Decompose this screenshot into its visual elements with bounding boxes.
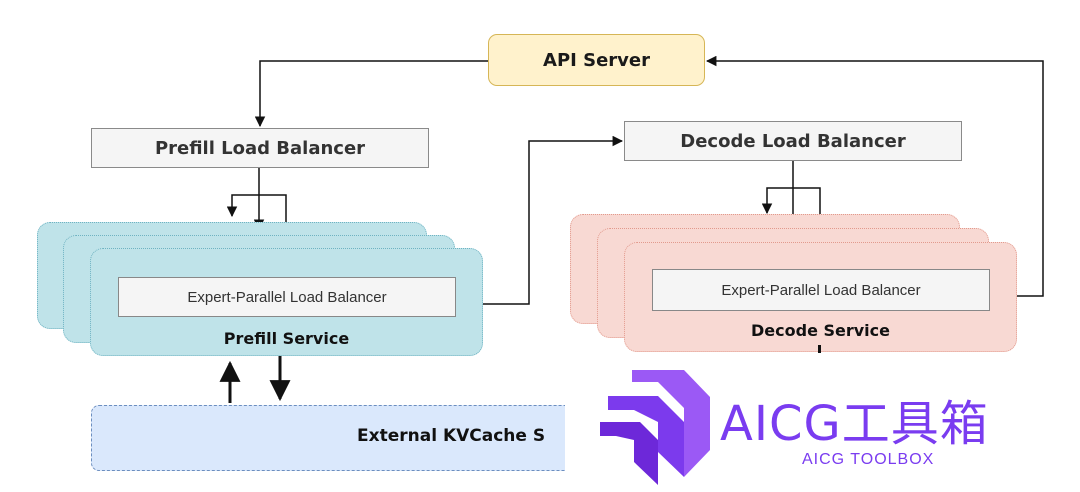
watermark-backdrop: [565, 395, 605, 485]
decode-expert-parallel-load-balancer: Expert-Parallel Load Balancer: [652, 269, 990, 311]
decode-service-node: Expert-Parallel Load Balancer Decode Ser…: [624, 242, 1017, 352]
external-kvcache-label: External KVCache S: [357, 426, 546, 446]
prefill-expert-parallel-label: Expert-Parallel Load Balancer: [187, 288, 387, 306]
stray-tick-mark: [818, 345, 821, 353]
prefill-service-label: Prefill Service: [223, 329, 350, 348]
prefill-service-node: Expert-Parallel Load Balancer Prefill Se…: [90, 248, 483, 356]
decode-lb-fanout-connector-2: [761, 187, 793, 215]
aicg-toolbox-logo-icon: [600, 370, 710, 485]
decode-service-label: Decode Service: [751, 321, 890, 340]
api-to-prefill-lb-connector: [254, 60, 488, 128]
watermark-title: AICG工具箱: [720, 396, 989, 452]
prefill-expert-parallel-load-balancer: Expert-Parallel Load Balancer: [118, 277, 456, 317]
prefill-load-balancer-label: Prefill Load Balancer: [154, 137, 366, 159]
prefill-load-balancer-node: Prefill Load Balancer: [91, 128, 429, 168]
external-kvcache-node: External KVCache S: [91, 405, 571, 471]
api-server-label: API Server: [543, 49, 650, 71]
prefill-lb-fanout-connector-2: [226, 194, 259, 218]
decode-expert-parallel-label: Expert-Parallel Load Balancer: [721, 281, 921, 299]
decode-load-balancer-label: Decode Load Balancer: [680, 130, 906, 152]
decode-load-balancer-node: Decode Load Balancer: [624, 121, 962, 161]
watermark-subtitle: AICG TOOLBOX: [802, 451, 935, 468]
api-server-node: API Server: [488, 34, 705, 86]
